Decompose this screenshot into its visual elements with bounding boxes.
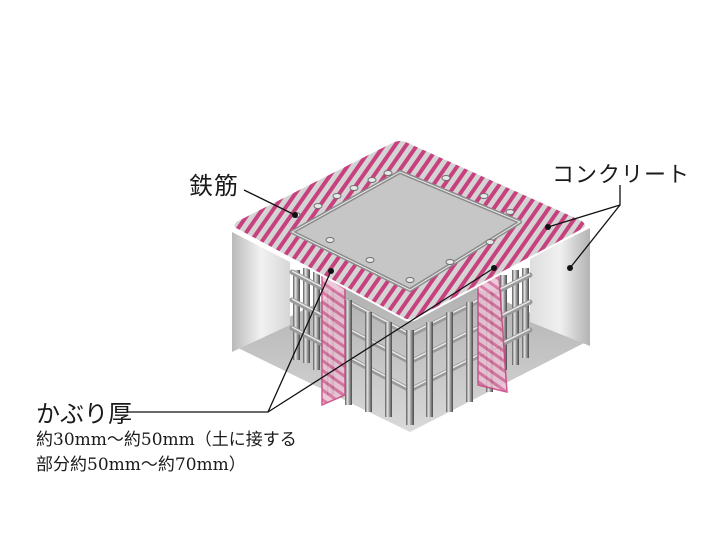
cover-desc-line2: 部分約50mm〜約70mm） bbox=[36, 455, 246, 475]
cover-thickness-description: 約30mm〜約50mm（土に接する 部分約50mm〜約70mm） bbox=[36, 428, 297, 478]
rebar-back bbox=[293, 268, 529, 370]
label-cover-thickness: かぶり厚 bbox=[36, 400, 132, 428]
cover-desc-line1: 約30mm〜約50mm（土に接する bbox=[36, 430, 297, 450]
concrete-side-right bbox=[530, 228, 590, 346]
leader-lines bbox=[128, 185, 621, 413]
concrete-side-left bbox=[232, 232, 290, 352]
label-rebar: 鉄筋 bbox=[189, 172, 239, 200]
label-concrete: コンクリート bbox=[552, 163, 691, 188]
